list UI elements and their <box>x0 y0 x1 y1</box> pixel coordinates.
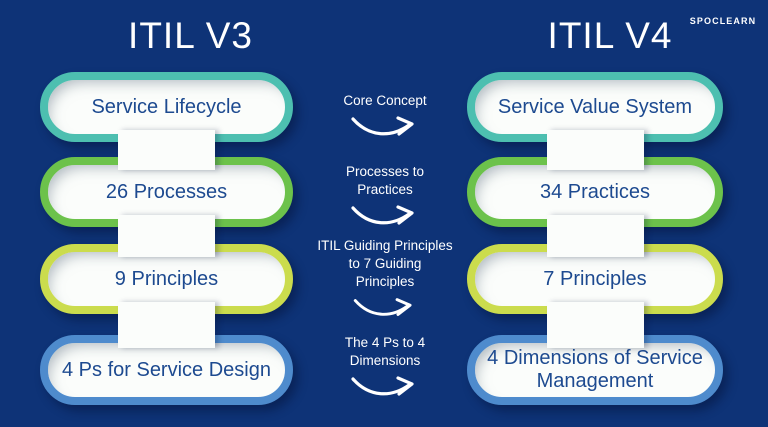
transition-processes-to-practices: Processes to Practices <box>300 163 470 230</box>
pill-label: 9 Principles <box>114 267 219 290</box>
left-column-title: ITIL V3 <box>128 15 253 56</box>
curved-arrow-icon <box>353 297 412 316</box>
transition-label: to 7 Guiding <box>348 256 422 272</box>
transition-4ps-to-4-dimensions: The 4 Ps to 4 Dimensions <box>300 334 470 401</box>
transition-label: Dimensions <box>349 353 421 369</box>
pill-label: 4 Dimensions of Service Management <box>487 347 703 392</box>
transition-label: ITIL Guiding Principles <box>317 238 453 253</box>
pill-label: 34 Practices <box>539 180 651 203</box>
pill-label: Service Lifecycle <box>91 95 242 118</box>
connector-right-2 <box>547 215 644 257</box>
right-column-title: ITIL V4 <box>547 15 673 56</box>
connector-right-3 <box>547 302 644 348</box>
curved-arrow-icon <box>351 376 414 397</box>
connector-right-1 <box>547 130 644 170</box>
transition-label: The 4 Ps to 4 <box>344 335 426 350</box>
transition-label: Practices <box>357 182 413 198</box>
pill-label: Service Value System <box>497 95 693 118</box>
brand-logo: SPOCLEARN <box>689 16 757 26</box>
transition-guiding-principles: ITIL Guiding Principles to 7 Guiding Pri… <box>300 237 470 321</box>
pill-label: 4 Ps for Service Design <box>62 358 271 381</box>
transition-label: Processes to <box>345 164 425 179</box>
connector-left-1 <box>118 130 215 170</box>
connector-left-3 <box>118 302 215 348</box>
curved-arrow-icon <box>351 205 414 226</box>
curved-arrow-icon <box>351 116 414 136</box>
transition-label: Core Concept <box>343 93 427 108</box>
transition-label: Principles <box>355 274 415 290</box>
pill-label: 7 Principles <box>543 267 647 290</box>
pill-label: 26 Processes <box>105 180 228 203</box>
transition-core-concept: Core Concept <box>300 92 470 141</box>
connector-left-2 <box>118 215 215 257</box>
